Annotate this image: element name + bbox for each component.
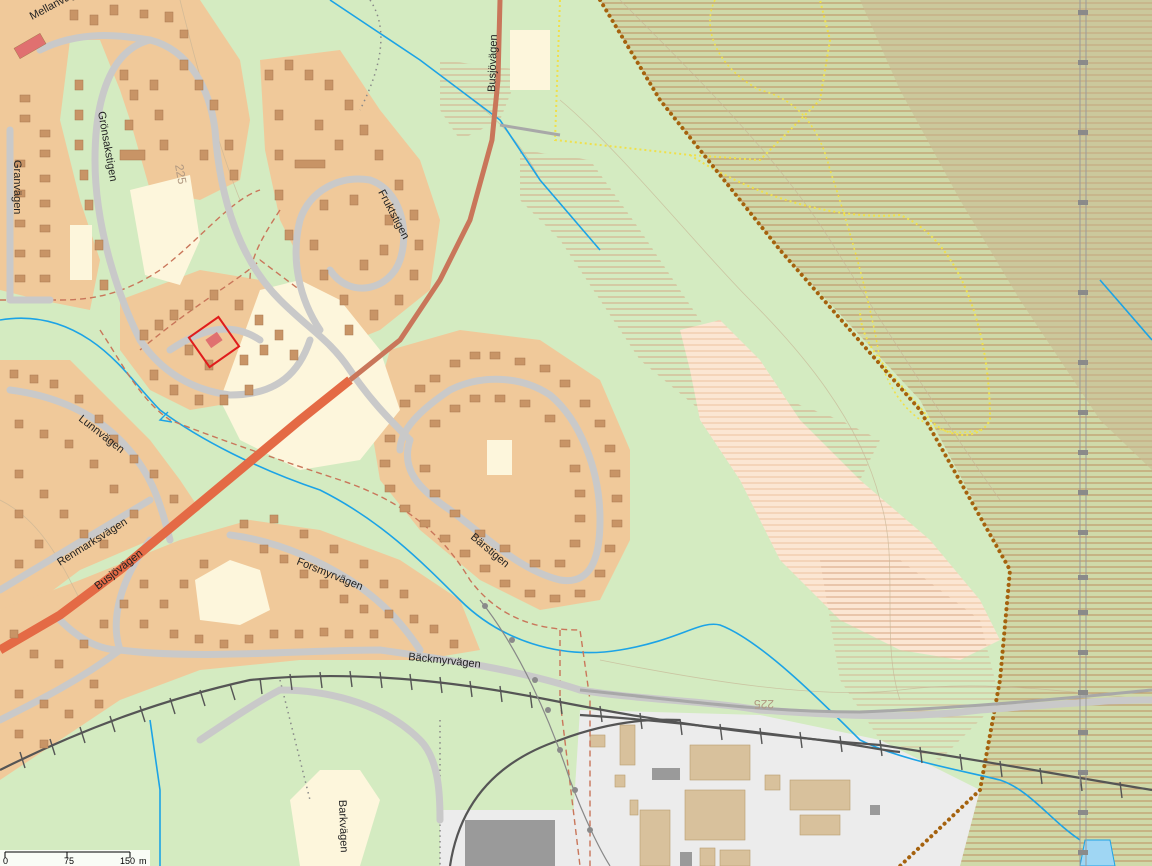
- road-label-busjovagen-north: Busjövägen: [486, 34, 500, 92]
- road-label-granvagen: Granvägen: [11, 160, 23, 214]
- protected-area-dark: [860, 0, 1152, 470]
- busjovagen-road-south: [0, 376, 353, 654]
- selected-building: [205, 331, 223, 349]
- gravel-road: [499, 123, 561, 137]
- industrial-buildings: [589, 724, 851, 866]
- contour-lines: [0, 0, 1152, 701]
- scale-bar: 0 75 150 m: [0, 850, 150, 866]
- scale-label-end: 150: [120, 856, 135, 866]
- contour-label-2: 225: [754, 697, 774, 711]
- industrial-buildings-grey: [465, 768, 880, 866]
- flow-arrow-icon: [158, 411, 173, 423]
- local-roads: [0, 32, 1152, 824]
- power-line-pylons: [1078, 10, 1088, 855]
- scale-label-zero: 0: [3, 856, 8, 866]
- open-areas: [70, 30, 550, 866]
- scale-label-unit: m: [139, 856, 147, 866]
- road-label-barkvagen: Barkvägen: [336, 800, 350, 853]
- power-line-diagonal: [479, 599, 611, 866]
- nature-reserve-boundary: [598, 0, 1013, 866]
- scale-label-mid: 75: [64, 856, 74, 866]
- power-line-east: [1079, 0, 1087, 866]
- railway-ties: [19, 670, 1123, 799]
- selected-property[interactable]: [187, 315, 241, 369]
- marsh-area-1: [520, 150, 880, 480]
- backmyr-road-east: [579, 688, 1152, 714]
- power-line-diagonal-pylons: [482, 603, 593, 833]
- busjovagen-road-north: [348, 0, 503, 382]
- houses: [9, 4, 623, 749]
- contour-label-1: 225: [172, 163, 189, 185]
- pond: [1079, 839, 1116, 866]
